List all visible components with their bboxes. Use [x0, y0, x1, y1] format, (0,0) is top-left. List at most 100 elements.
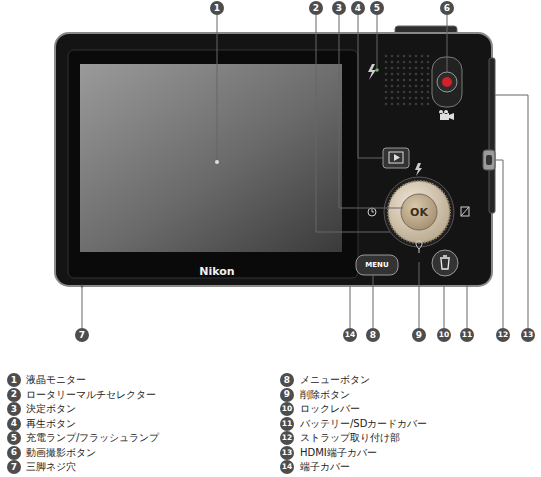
callout-number-text: 3 — [332, 1, 346, 15]
strap-hole — [486, 155, 492, 165]
speaker-hole — [391, 79, 394, 82]
speaker-hole — [409, 103, 412, 106]
callout-number: 9 — [412, 328, 426, 342]
callout-number: 1 — [210, 1, 224, 15]
speaker-hole — [385, 103, 388, 106]
callout-circle — [75, 328, 89, 342]
callout-number-text: 12 — [280, 431, 294, 445]
callout-circle — [332, 1, 346, 15]
speaker-hole — [415, 85, 418, 88]
part-name: メニューボタン — [300, 375, 370, 385]
callout-number: 6 — [440, 1, 454, 15]
callout-number-text: 4 — [7, 417, 21, 431]
callout-number: 13 — [521, 328, 535, 342]
leader-line — [444, 286, 445, 328]
callout-circle — [210, 1, 224, 15]
leader-line — [419, 262, 420, 328]
leader-line — [358, 15, 383, 158]
callout-number-text: 10 — [437, 328, 451, 342]
printed-marking: MENU — [365, 262, 388, 269]
callout-circle — [7, 417, 21, 431]
callout-circle — [7, 460, 21, 474]
timer-icon — [368, 208, 376, 216]
speaker-hole — [391, 55, 394, 58]
callout-number: 10 — [280, 402, 294, 416]
callout-number: 9 — [280, 388, 294, 402]
part-name: HDMI端子カバー — [300, 448, 377, 458]
callout-number-text: 11 — [460, 328, 474, 342]
part-name: 充電ランプ/フラッシュランプ — [26, 433, 159, 443]
speaker-hole — [421, 55, 424, 58]
speaker-hole — [403, 103, 406, 106]
callout-number: 5 — [370, 1, 384, 15]
speaker-hole — [397, 97, 400, 100]
callout-number: 13 — [280, 446, 294, 460]
callout-number-text: 11 — [280, 417, 294, 431]
callout-number-text: 12 — [496, 328, 510, 342]
part-name: 削除ボタン — [300, 390, 350, 400]
speaker-hole — [427, 91, 430, 94]
callout-number: 5 — [7, 431, 21, 445]
callout-circle — [280, 417, 294, 431]
speaker-hole — [391, 97, 394, 100]
speaker-hole — [409, 79, 412, 82]
callout-number-text: 7 — [75, 328, 89, 342]
callout-number: 4 — [351, 1, 365, 15]
callout-number: 10 — [437, 328, 451, 342]
callout-number: 2 — [309, 1, 323, 15]
printed-marking: OK — [410, 207, 428, 218]
part-name: 端子カバー — [300, 462, 350, 472]
callout-number: 12 — [496, 328, 510, 342]
timer-hand — [372, 209, 374, 212]
part-name: ストラップ取り付け部 — [300, 433, 400, 443]
speaker-hole — [421, 67, 424, 70]
callout-number: 1 — [7, 373, 21, 387]
callout-circle — [280, 402, 294, 416]
callout-circle — [280, 388, 294, 402]
callout-circle — [7, 373, 21, 387]
speaker-hole — [385, 97, 388, 100]
speaker-hole — [427, 85, 430, 88]
callout-number: 7 — [75, 328, 89, 342]
callout-number-text: 4 — [351, 1, 365, 15]
callout-number-text: 7 — [7, 460, 21, 474]
speaker-hole — [391, 91, 394, 94]
callout-number-text: 2 — [309, 1, 323, 15]
callout-number: 3 — [332, 1, 346, 15]
strap-eyelet — [483, 150, 495, 170]
speaker-hole — [403, 85, 406, 88]
speaker-hole — [409, 61, 412, 64]
callout-number-text: 8 — [366, 328, 380, 342]
callout-circle — [7, 446, 21, 460]
printed-marking: Nikon — [199, 266, 234, 277]
speaker-hole — [397, 103, 400, 106]
callout-number-text: 5 — [7, 431, 21, 445]
speaker-hole — [421, 79, 424, 82]
speaker-hole — [403, 79, 406, 82]
callout-number: 14 — [343, 328, 357, 342]
callout-circle — [280, 460, 294, 474]
callout-number: 2 — [7, 388, 21, 402]
speaker-hole — [385, 61, 388, 64]
callout-number-text: 8 — [280, 373, 294, 387]
screen-dot — [215, 160, 219, 164]
callout-circle — [343, 328, 357, 342]
speaker-hole — [397, 61, 400, 64]
speaker-hole — [403, 55, 406, 58]
part-name: 動画撮影ボタン — [26, 448, 96, 458]
speaker-hole — [385, 73, 388, 76]
charge-lamp — [375, 68, 379, 72]
callout-number-text: 14 — [343, 328, 357, 342]
speaker-hole — [391, 67, 394, 70]
callout-number-text: 6 — [7, 446, 21, 460]
speaker-hole — [427, 97, 430, 100]
callout-number: 8 — [280, 373, 294, 387]
part-name: 三脚ネジ穴 — [26, 462, 76, 472]
speaker-grille — [385, 55, 430, 106]
leader-line — [495, 160, 503, 328]
callout-circle — [496, 328, 510, 342]
speaker-hole — [427, 79, 430, 82]
callout-circle — [7, 388, 21, 402]
part-name: 決定ボタン — [26, 404, 76, 414]
speaker-hole — [403, 67, 406, 70]
